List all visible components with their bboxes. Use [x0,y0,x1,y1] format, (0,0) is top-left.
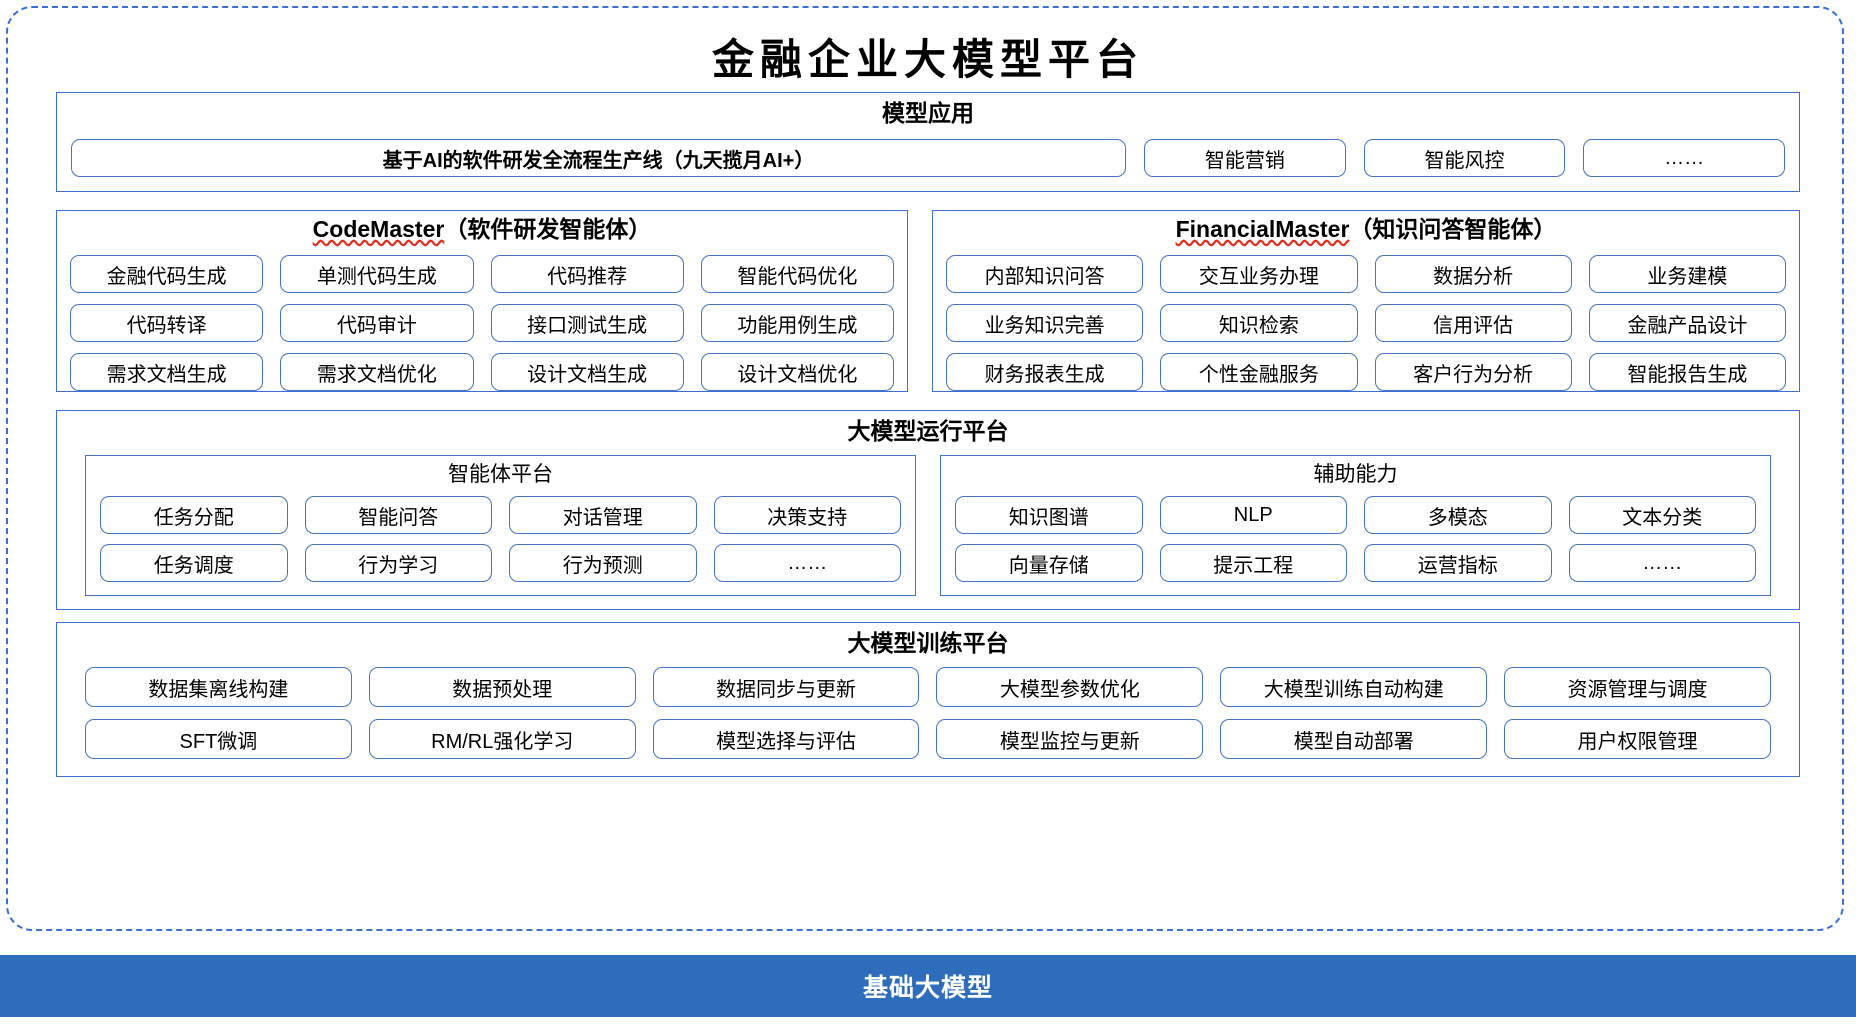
chip-agentp-2-1[interactable]: 任务调度 [100,544,288,583]
training-grid: 数据集离线构建 数据预处理 数据同步与更新 大模型参数优化 大模型训练自动构建 … [85,667,1771,759]
chip-train-1-1[interactable]: 数据集离线构建 [85,667,352,707]
codemaster-row-1: 金融代码生成 单测代码生成 代码推荐 智能代码优化 [70,255,894,293]
runtime-subpanels: 智能体平台 任务分配 智能问答 对话管理 决策支持 任务调度 行为学习 行为预测… [85,455,1771,597]
chip-train-2-2[interactable]: RM/RL强化学习 [368,719,636,759]
chip-fin-2-2[interactable]: 知识检索 [1160,304,1358,342]
layer-training-platform: 大模型训练平台 数据集离线构建 数据预处理 数据同步与更新 大模型参数优化 大模… [56,622,1800,777]
chip-fin-2-4[interactable]: 金融产品设计 [1588,304,1786,342]
base-model-bar: 基础大模型 [0,955,1856,1017]
layer-title-runtime-platform: 大模型运行平台 [847,418,1009,444]
layer-title-model-application: 模型应用 [882,100,974,126]
chip-train-2-1[interactable]: SFT微调 [85,719,352,759]
chip-aux-2-1[interactable]: 向量存储 [955,544,1143,583]
chip-code-3-2[interactable]: 需求文档优化 [280,353,474,391]
auxiliary-row-1: 知识图谱 NLP 多模态 文本分类 [955,496,1756,535]
chip-fin-1-2[interactable]: 交互业务办理 [1160,255,1358,293]
chip-aux-2-2[interactable]: 提示工程 [1159,544,1347,583]
codemaster-row-3: 需求文档生成 需求文档优化 设计文档生成 设计文档优化 [70,353,894,391]
chip-code-2-4[interactable]: 功能用例生成 [700,304,894,342]
page-title: 金融企业大模型平台 [711,38,1144,84]
financialmaster-grid: 内部知识问答 交互业务办理 数据分析 业务建模 业务知识完善 知识检索 信用评估… [946,255,1786,391]
chip-code-1-3[interactable]: 代码推荐 [490,255,684,293]
chip-fin-1-4[interactable]: 业务建模 [1588,255,1786,293]
chip-train-2-4[interactable]: 模型监控与更新 [936,719,1204,759]
layer-model-application: 模型应用 基于AI的软件研发全流程生产线（九天揽月AI+） 智能营销 智能风控 … [56,92,1800,192]
chip-agentp-1-3[interactable]: 对话管理 [509,496,697,535]
chip-agentp-1-2[interactable]: 智能问答 [304,496,492,535]
app-chip-more[interactable]: …… [1583,139,1786,177]
subpanel-title-auxiliary-capability: 辅助能力 [1313,463,1398,486]
chip-agentp-2-2[interactable]: 行为学习 [304,544,492,583]
chip-aux-1-4[interactable]: 文本分类 [1568,496,1756,535]
app-chip-marketing[interactable]: 智能营销 [1144,139,1346,177]
chip-fin-1-1[interactable]: 内部知识问答 [946,255,1144,293]
chip-code-1-4[interactable]: 智能代码优化 [700,255,894,293]
chip-agentp-1-4[interactable]: 决策支持 [713,496,901,535]
base-model-label: 基础大模型 [862,974,993,1002]
chip-train-2-3[interactable]: 模型选择与评估 [652,719,920,759]
chip-fin-3-3[interactable]: 客户行为分析 [1374,353,1572,391]
chip-aux-1-2[interactable]: NLP [1159,496,1347,535]
chip-code-3-4[interactable]: 设计文档优化 [700,353,894,391]
chip-agentp-2-3[interactable]: 行为预测 [509,544,697,583]
subpanel-title-agent-platform: 智能体平台 [448,463,553,486]
chip-train-1-2[interactable]: 数据预处理 [368,667,636,707]
chip-code-1-1[interactable]: 金融代码生成 [70,255,264,293]
chip-agentp-1-1[interactable]: 任务分配 [100,496,288,535]
chip-train-1-3[interactable]: 数据同步与更新 [652,667,920,707]
training-row-2: SFT微调 RM/RL强化学习 模型选择与评估 模型监控与更新 模型自动部署 用… [85,719,1771,759]
chip-train-1-6[interactable]: 资源管理与调度 [1504,667,1771,707]
financialmaster-name-cn: （知识问答智能体） [1349,216,1557,242]
chip-fin-2-1[interactable]: 业务知识完善 [946,304,1144,342]
codemaster-row-2: 代码转译 代码审计 接口测试生成 功能用例生成 [70,304,894,342]
chip-code-1-2[interactable]: 单测代码生成 [280,255,474,293]
chip-aux-2-4[interactable]: …… [1568,544,1756,583]
subpanel-agent-platform: 智能体平台 任务分配 智能问答 对话管理 决策支持 任务调度 行为学习 行为预测… [85,455,916,597]
chip-fin-1-3[interactable]: 数据分析 [1374,255,1572,293]
chip-code-2-3[interactable]: 接口测试生成 [490,304,684,342]
financialmaster-row-2: 业务知识完善 知识检索 信用评估 金融产品设计 [946,304,1786,342]
chip-aux-1-3[interactable]: 多模态 [1364,496,1552,535]
financialmaster-name-en: FinancialMaster [1175,216,1350,242]
chip-code-2-2[interactable]: 代码审计 [280,304,474,342]
training-row-1: 数据集离线构建 数据预处理 数据同步与更新 大模型参数优化 大模型训练自动构建 … [85,667,1771,707]
codemaster-name-en: CodeMaster [312,216,445,242]
chip-train-2-5[interactable]: 模型自动部署 [1220,719,1488,759]
panel-title-financialmaster: FinancialMaster（知识问答智能体） [933,216,1799,242]
chip-train-1-4[interactable]: 大模型参数优化 [936,667,1204,707]
app-chip-main[interactable]: 基于AI的软件研发全流程生产线（九天揽月AI+） [71,139,1126,177]
chip-fin-3-2[interactable]: 个性金融服务 [1160,353,1358,391]
financialmaster-row-1: 内部知识问答 交互业务办理 数据分析 业务建模 [946,255,1786,293]
app-chip-risk-control[interactable]: 智能风控 [1363,139,1566,177]
chip-agentp-2-4[interactable]: …… [713,544,901,583]
subpanel-auxiliary-capability: 辅助能力 知识图谱 NLP 多模态 文本分类 向量存储 提示工程 运营指标 …… [940,455,1771,597]
chip-aux-1-1[interactable]: 知识图谱 [955,496,1143,535]
panel-codemaster: CodeMaster（软件研发智能体） 金融代码生成 单测代码生成 代码推荐 智… [56,210,908,392]
chip-fin-3-1[interactable]: 财务报表生成 [946,353,1144,391]
chip-code-3-1[interactable]: 需求文档生成 [70,353,264,391]
chip-train-2-6[interactable]: 用户权限管理 [1504,719,1771,759]
outer-dashed-frame [6,6,1844,931]
layer-runtime-platform: 大模型运行平台 智能体平台 任务分配 智能问答 对话管理 决策支持 任务调度 行… [56,410,1800,610]
chip-fin-3-4[interactable]: 智能报告生成 [1588,353,1786,391]
panel-financialmaster: FinancialMaster（知识问答智能体） 内部知识问答 交互业务办理 数… [932,210,1800,392]
financialmaster-row-3: 财务报表生成 个性金融服务 客户行为分析 智能报告生成 [946,353,1786,391]
chip-aux-2-3[interactable]: 运营指标 [1364,544,1552,583]
auxiliary-row-2: 向量存储 提示工程 运营指标 …… [955,544,1756,583]
chip-code-2-1[interactable]: 代码转译 [70,304,264,342]
layer-title-training-platform: 大模型训练平台 [847,630,1009,656]
chip-train-1-5[interactable]: 大模型训练自动构建 [1220,667,1488,707]
chip-code-3-3[interactable]: 设计文档生成 [490,353,684,391]
agent-platform-row-2: 任务调度 行为学习 行为预测 …… [100,544,901,583]
chip-fin-2-3[interactable]: 信用评估 [1374,304,1572,342]
model-application-chip-row: 基于AI的软件研发全流程生产线（九天揽月AI+） 智能营销 智能风控 …… [71,139,1786,177]
panel-title-codemaster: CodeMaster（软件研发智能体） [57,216,907,242]
codemaster-grid: 金融代码生成 单测代码生成 代码推荐 智能代码优化 代码转译 代码审计 接口测试… [70,255,894,391]
codemaster-name-cn: （软件研发智能体） [444,216,652,242]
agent-platform-row-1: 任务分配 智能问答 对话管理 决策支持 [100,496,901,535]
